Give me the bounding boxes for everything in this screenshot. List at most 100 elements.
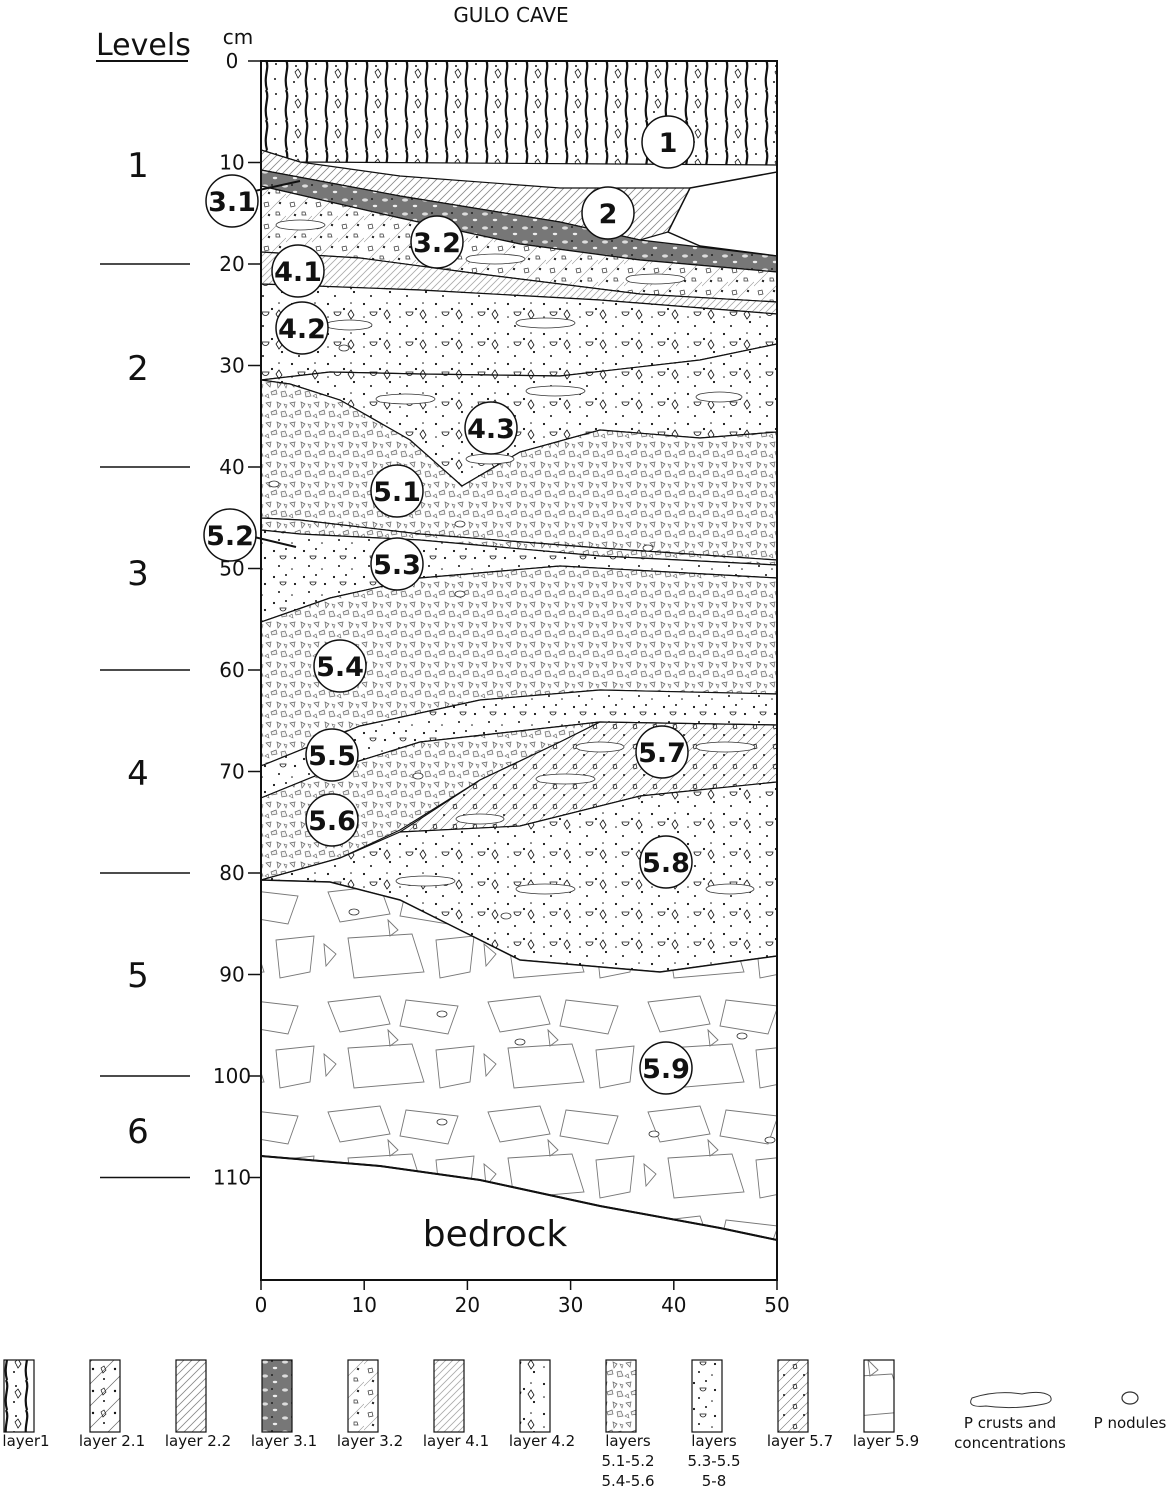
layer-label-circle <box>639 835 693 889</box>
layer-label-circle <box>464 401 518 455</box>
layer-label-text: 5.3 <box>373 550 421 581</box>
depth-tick-label: 110 <box>213 1166 251 1190</box>
layer-label-circle <box>370 537 424 591</box>
depth-tick-label: 0 <box>226 49 239 73</box>
layer-label-circle <box>305 728 359 782</box>
level-label: 3 <box>127 554 149 594</box>
legend-label: 5.1-5.2 <box>601 1452 654 1470</box>
depth-unit-label: cm <box>223 25 253 49</box>
legend-swatch <box>605 1359 637 1433</box>
legend-item: layer 5.9 <box>853 1359 919 1450</box>
legend-swatch <box>175 1359 207 1433</box>
depth-tick-label: 20 <box>219 252 244 276</box>
layer-label-text: 2 <box>599 199 618 230</box>
legend-item: layer 2.2 <box>165 1359 231 1450</box>
layer-label: 5.2 <box>203 508 257 562</box>
legend-label: P nodules <box>1094 1414 1167 1432</box>
layer-label-circle <box>581 186 635 240</box>
layer-label-text: 1 <box>659 128 678 159</box>
bedrock-label: bedrock <box>423 1214 568 1255</box>
layer-label: 5.8 <box>639 835 693 889</box>
layer-label-circle <box>410 215 464 269</box>
layer-label: 5.3 <box>370 537 424 591</box>
legend-label: 5-8 <box>702 1472 727 1486</box>
legend-item: layer 3.1 <box>251 1359 317 1450</box>
legend-label: P crusts and <box>964 1414 1056 1432</box>
legend-label: layer 4.2 <box>509 1432 575 1450</box>
legend-label: layers <box>691 1432 737 1450</box>
layer-label: 3.2 <box>410 215 464 269</box>
layer-label-text: 4.1 <box>274 257 322 288</box>
level-label: 1 <box>127 146 149 186</box>
bedrock-overlay-line <box>260 1155 778 1241</box>
depth-tick-label: 30 <box>219 354 244 378</box>
layer-label-circle <box>205 174 259 228</box>
legend-item: layer 5.7 <box>767 1359 833 1450</box>
depth-tick-label: 40 <box>219 455 244 479</box>
depth-tick-label: 100 <box>213 1064 251 1088</box>
layer-label-text: 5.2 <box>206 521 254 552</box>
legend-swatch <box>3 1359 35 1433</box>
layer-3-1-leader <box>249 180 301 193</box>
legend-item: layer1 <box>2 1359 50 1450</box>
legend-swatch <box>89 1359 121 1433</box>
legend-label: layer1 <box>2 1432 49 1450</box>
layer-label-text: 4.3 <box>467 414 515 445</box>
figure-title: GULO CAVE <box>453 3 568 27</box>
layer-label-circle <box>203 508 257 562</box>
legend-label: layers <box>605 1432 651 1450</box>
layer-label-text: 3.2 <box>413 228 461 259</box>
crust-symbol <box>970 1391 1052 1409</box>
layer-label-circle <box>635 725 689 779</box>
layer-label-circle <box>639 1041 693 1095</box>
width-tick-label: 30 <box>558 1293 583 1317</box>
depth-tick-label: 80 <box>219 861 244 885</box>
layer-label: 4.1 <box>271 244 325 298</box>
layer-labels: 123.13.24.14.24.35.15.25.35.45.55.65.75.… <box>203 115 695 1095</box>
layer-label-text: 5.6 <box>308 806 356 837</box>
layer-label: 2 <box>581 186 635 240</box>
legend-label: layer 4.1 <box>423 1432 489 1450</box>
legend-item: layer 4.2 <box>509 1359 575 1450</box>
legend-symbol-item: P nodules <box>1094 1391 1167 1432</box>
layer-label-text: 5.4 <box>316 652 364 683</box>
depth-tick-label: 90 <box>219 963 244 987</box>
legend-swatch <box>433 1359 465 1433</box>
legend-label: layer 2.1 <box>79 1432 145 1450</box>
layer-label: 5.9 <box>639 1041 693 1095</box>
layer-label: 5.6 <box>305 793 359 847</box>
width-tick-label: 50 <box>764 1293 789 1317</box>
level-label: 5 <box>127 956 149 996</box>
level-label: 2 <box>127 349 149 389</box>
legend-label: layer 3.2 <box>337 1432 403 1450</box>
layer-label-circle <box>370 464 424 518</box>
layer-label-text: 5.9 <box>642 1054 690 1085</box>
nodule-symbol <box>1121 1391 1139 1405</box>
legend-swatch <box>777 1359 809 1433</box>
layer-label-text: 3.1 <box>208 187 256 218</box>
layer-5-2-leader <box>253 536 297 548</box>
layer-label: 5.5 <box>305 728 359 782</box>
layer-label-circle <box>275 301 329 355</box>
width-tick-label: 20 <box>455 1293 480 1317</box>
width-tick-label: 0 <box>255 1293 268 1317</box>
legend: layer1 layer 2.1 layer 2.2 layer 3.1 layer 3… <box>2 1359 1167 1486</box>
layer-1-area <box>261 61 777 166</box>
cave-void <box>666 171 777 257</box>
legend-swatch <box>519 1359 551 1433</box>
depth-tick-label: 10 <box>219 151 244 175</box>
layer-label-text: 5.5 <box>308 741 356 772</box>
layer-label-circle <box>305 793 359 847</box>
layer-label: 5.1 <box>370 464 424 518</box>
layer-label-circle <box>313 639 367 693</box>
legend-label: layer 5.7 <box>767 1432 833 1450</box>
layer-label: 4.2 <box>275 301 329 355</box>
layer-label-circle <box>271 244 325 298</box>
width-tick-label: 40 <box>661 1293 686 1317</box>
legend-label: layer 5.9 <box>853 1432 919 1450</box>
